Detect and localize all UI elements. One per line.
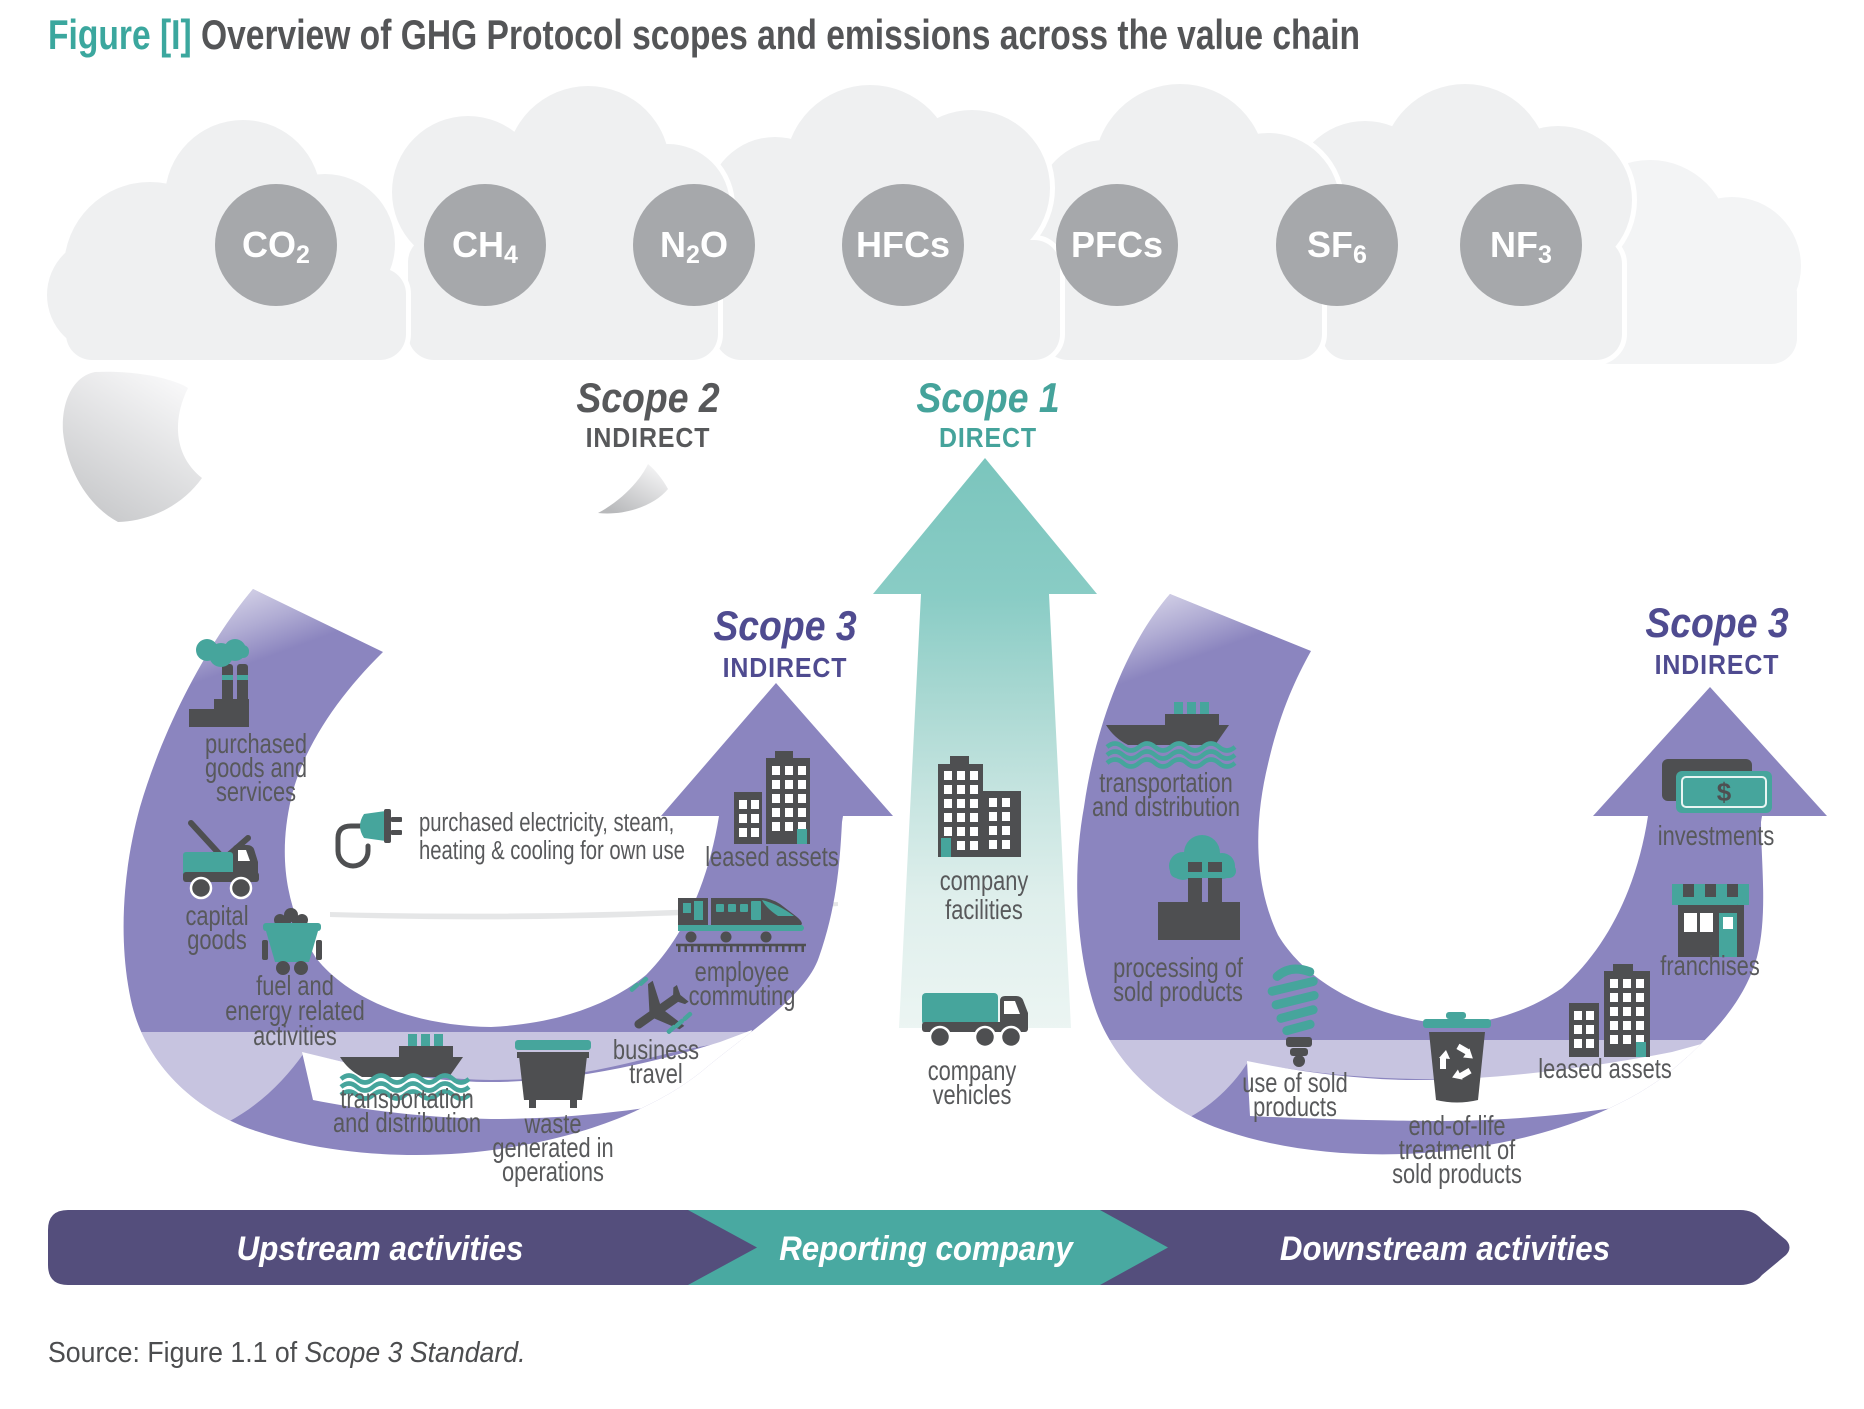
svg-text:Scope 3: Scope 3 xyxy=(1645,600,1788,646)
svg-text:HFCs: HFCs xyxy=(856,224,950,265)
svg-text:leased assets: leased assets xyxy=(705,841,838,872)
svg-text:INDIRECT: INDIRECT xyxy=(1655,649,1780,681)
svg-text:INDIRECT: INDIRECT xyxy=(586,422,711,454)
svg-text:PFCs: PFCs xyxy=(1071,224,1163,265)
svg-text:CH4: CH4 xyxy=(452,224,518,269)
svg-text:Reporting company: Reporting company xyxy=(779,1229,1074,1268)
svg-text:DIRECT: DIRECT xyxy=(939,422,1037,454)
svg-text:Figure [I] Overview of GHG Pro: Figure [I] Overview of GHG Protocol scop… xyxy=(48,13,1360,59)
svg-text:Upstream activities: Upstream activities xyxy=(237,1229,524,1268)
svg-text:INDIRECT: INDIRECT xyxy=(723,652,848,684)
svg-text:Source: Figure 1.1 of Scope 3: Source: Figure 1.1 of Scope 3 Standard. xyxy=(48,1336,525,1368)
svg-text:Scope 1: Scope 1 xyxy=(916,375,1059,421)
svg-text:Scope 2: Scope 2 xyxy=(576,375,719,421)
svg-text:NF3: NF3 xyxy=(1490,224,1552,269)
svg-text:investments: investments xyxy=(1658,820,1774,851)
svg-text:purchased electricity, steam,h: purchased electricity, steam,heating & c… xyxy=(419,808,685,865)
svg-text:N2O: N2O xyxy=(660,224,728,269)
svg-text:franchises: franchises xyxy=(1660,950,1759,981)
svg-text:$: $ xyxy=(1717,777,1732,807)
svg-text:leased assets: leased assets xyxy=(1538,1053,1671,1084)
svg-text:Downstream activities: Downstream activities xyxy=(1280,1229,1610,1268)
svg-text:Scope 3: Scope 3 xyxy=(713,603,856,649)
